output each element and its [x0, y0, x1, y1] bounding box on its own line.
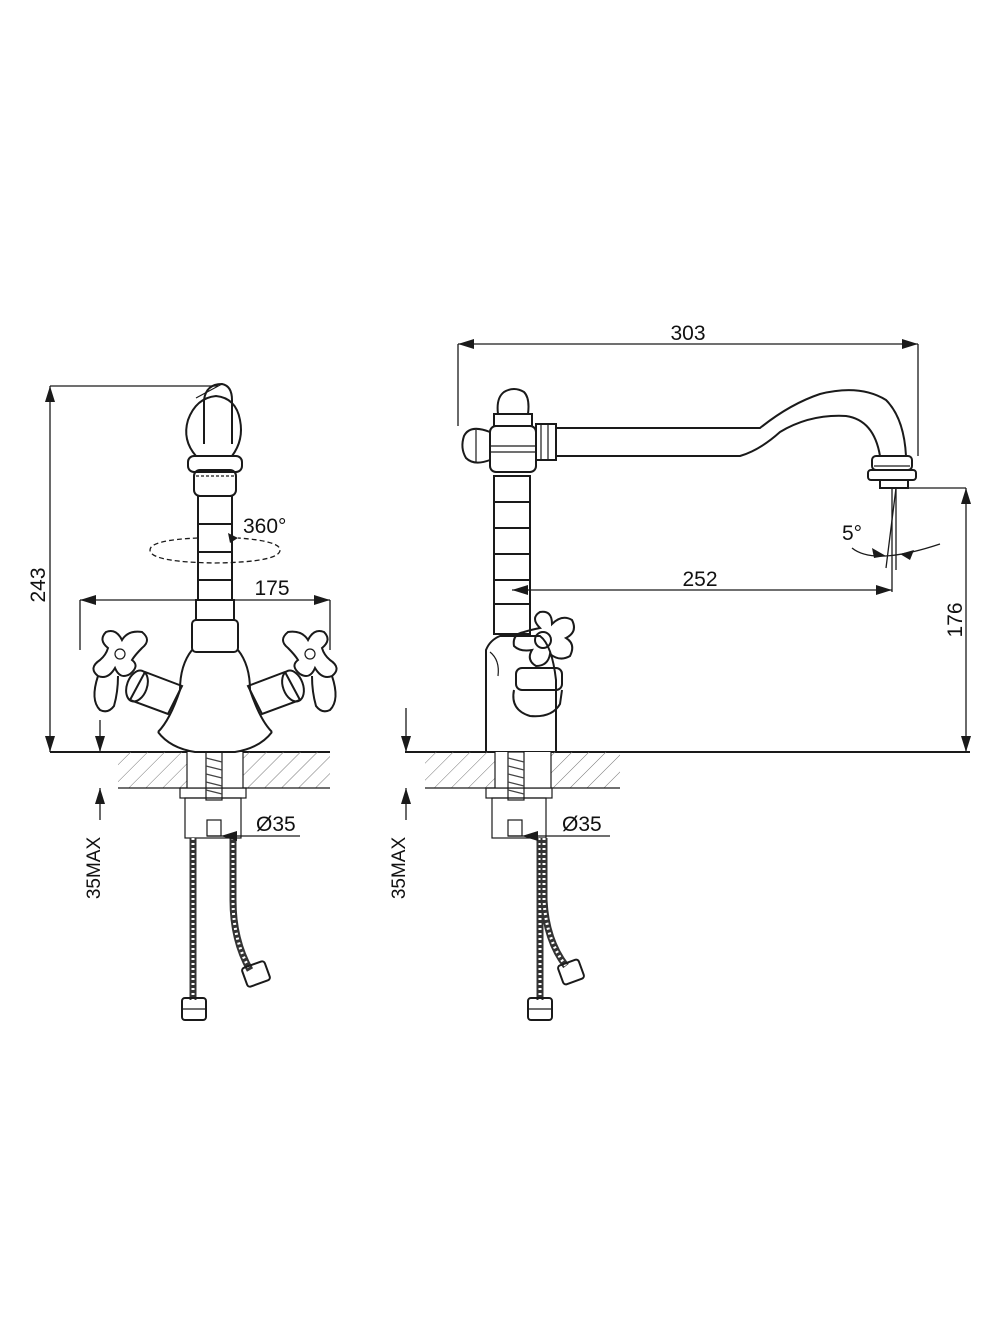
front-hole-diameter-label: Ø35 — [256, 813, 296, 836]
side-cross-handle — [512, 610, 575, 718]
side-spout — [556, 389, 917, 489]
side-tilt-indicator — [851, 487, 941, 570]
front-max-counter-label: 35MAX — [84, 837, 105, 900]
side-reach-label: 303 — [670, 322, 705, 345]
side-body — [485, 635, 557, 752]
front-width-dimension — [79, 595, 331, 650]
side-column — [461, 388, 557, 635]
side-reach-dimension — [457, 339, 919, 456]
side-tilt-label: 5° — [842, 522, 862, 545]
side-view: 303 252 176 5° — [389, 322, 971, 1021]
front-width-label: 175 — [254, 577, 289, 600]
front-hole-diameter-dimension — [207, 831, 300, 841]
front-height-dimension — [45, 385, 218, 752]
side-hole-diameter-dimension — [508, 831, 610, 841]
rotation-label: 360° — [243, 515, 286, 538]
front-left-valve — [125, 669, 184, 716]
front-rotation-indicator — [149, 533, 281, 564]
front-mounting-nut — [179, 787, 247, 799]
front-column — [185, 382, 243, 653]
side-spout-reach-dimension — [512, 488, 893, 595]
front-height-label: 243 — [27, 567, 50, 602]
front-right-cross-handle — [282, 630, 338, 713]
front-right-valve — [246, 669, 305, 716]
side-spout-height-dimension — [896, 487, 971, 752]
front-max-counter-dimension — [95, 720, 105, 820]
side-max-counter-label: 35MAX — [389, 837, 410, 900]
side-hoses — [527, 838, 585, 1021]
side-hole-diameter-label: Ø35 — [562, 813, 602, 836]
front-hoses — [181, 838, 271, 1021]
side-spout-reach-label: 252 — [682, 568, 717, 591]
front-body-base — [157, 731, 273, 753]
side-spout-height-label: 176 — [944, 602, 967, 637]
front-left-cross-handle — [92, 630, 148, 713]
side-max-counter-dimension — [401, 708, 411, 820]
front-view: 360° 243 175 35MAX — [27, 382, 338, 1021]
side-shank — [507, 751, 525, 801]
